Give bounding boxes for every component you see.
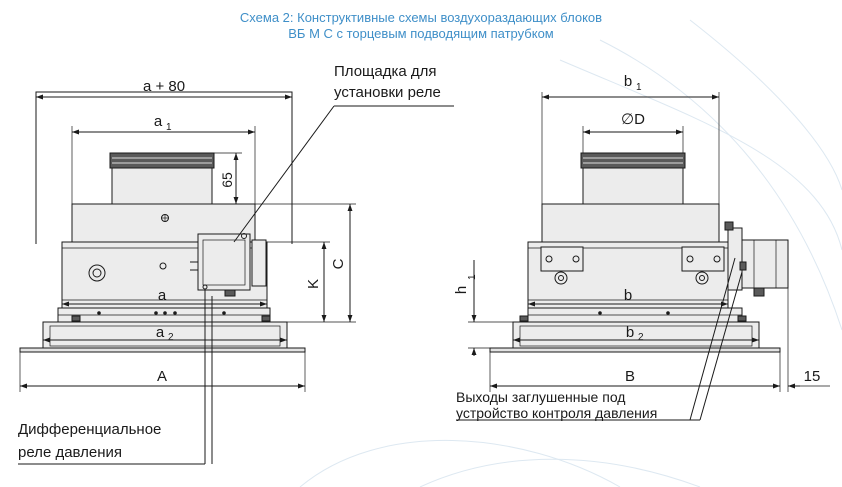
left-flange-icon — [88, 264, 106, 282]
dim-a1-sub: 1 — [166, 122, 172, 133]
background-swirls — [299, 19, 842, 487]
right-flange-right-icon — [695, 271, 709, 285]
callout-outlets-line1: Выходы заглушенные под — [456, 389, 625, 405]
dim-K: K — [305, 279, 322, 289]
dim-b1: b — [624, 73, 632, 90]
right-spigot-rim — [580, 152, 686, 169]
left-spigot-rim — [109, 152, 215, 169]
right-left-bracket — [540, 246, 584, 272]
right-inlet-spigot — [582, 167, 684, 205]
dim-A: A — [157, 368, 167, 385]
callout-pressure-relay-line2: реле давления — [18, 444, 122, 461]
right-relay-box — [741, 239, 789, 289]
right-ceiling-line — [489, 347, 781, 353]
dim-a2-sub: 2 — [168, 332, 174, 343]
dim-a: a — [158, 287, 167, 304]
relay-box — [197, 233, 251, 291]
dim-C: C — [330, 258, 347, 269]
dim-b2-sub: 2 — [638, 332, 644, 343]
diagram-title-line2: ВБ М С с торцевым подводящим патрубком — [288, 26, 554, 41]
dim-a2: a — [156, 324, 165, 341]
dim-65: 65 — [219, 172, 235, 188]
right-right-bracket — [681, 246, 725, 272]
left-ceiling-line — [19, 347, 306, 353]
dim-15: 15 — [804, 368, 821, 385]
callout-relay-platform-line1: Площадка для — [334, 63, 437, 80]
dim-b2: b — [626, 324, 634, 341]
right-flange-left-icon — [554, 271, 568, 285]
right-view — [456, 92, 830, 421]
dim-a-plus-80: a + 80 — [143, 78, 185, 95]
relay-side-bracket — [251, 239, 267, 287]
dim-B: B — [625, 368, 635, 385]
dim-diameter: ∅D — [621, 111, 645, 128]
callout-outlets-line2: устройство контроля давления — [456, 405, 657, 421]
left-view — [18, 91, 454, 465]
left-inlet-spigot — [111, 167, 213, 205]
dim-a1: a — [154, 113, 163, 130]
dim-b: b — [624, 287, 632, 304]
right-plenum — [541, 203, 720, 243]
diagram-title-line1: Схема 2: Конструктивные схемы воздухораз… — [239, 10, 603, 25]
callout-pressure-relay-line1: Дифференциальное — [18, 421, 161, 438]
dim-b1-sub: 1 — [636, 82, 642, 93]
dim-h1-sub: 1 — [467, 274, 478, 280]
callout-relay-platform-line2: установки реле — [334, 84, 441, 101]
dim-h1: h — [453, 286, 470, 294]
